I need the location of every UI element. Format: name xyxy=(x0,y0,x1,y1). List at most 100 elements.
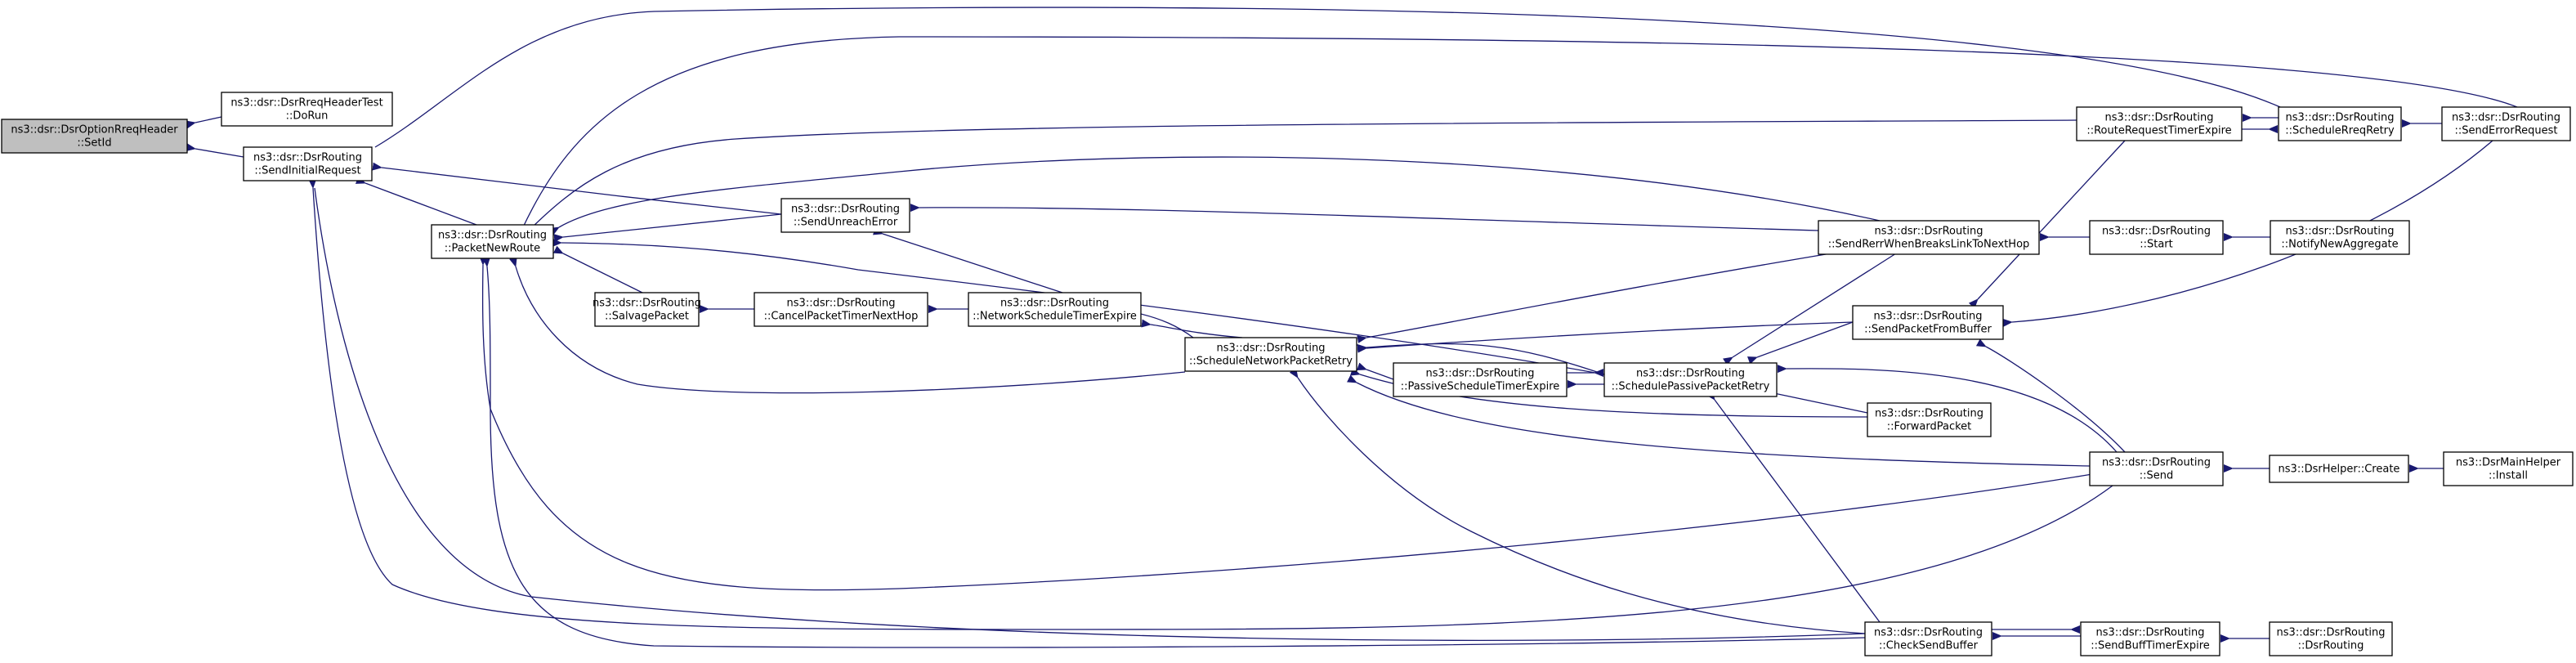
node-label: ns3::dsr::DsrRouting xyxy=(1426,368,1535,380)
node-label: ::ScheduleRreqRetry xyxy=(2285,125,2395,137)
node-passched[interactable]: ns3::dsr::DsrRouting::PassiveScheduleTim… xyxy=(1393,362,1568,397)
node-send[interactable]: ns3::dsr::DsrRouting::Send xyxy=(2089,451,2224,486)
edge-netsched-to-schednet xyxy=(1140,313,1203,347)
edge-netsched-to-sendunreach xyxy=(872,226,1063,293)
edge-send-to-sendinit xyxy=(308,178,2113,630)
node-label: ns3::dsr::DsrRouting xyxy=(2452,112,2560,124)
node-label: ns3::dsr::DsrRouting xyxy=(2105,112,2214,124)
node-label: ns3::dsr::DsrRouting xyxy=(2102,457,2211,469)
edge-salvage-to-pktnew xyxy=(552,245,643,293)
node-label: ::CheckSendBuffer xyxy=(1879,640,1979,652)
node-label: ::NotifyNewAggregate xyxy=(2281,239,2398,251)
node-sendinit[interactable]: ns3::dsr::DsrRouting::SendInitialRequest xyxy=(243,146,373,181)
node-box xyxy=(754,292,928,327)
node-label: ns3::dsr::DsrRouting xyxy=(1875,226,1983,238)
node-box xyxy=(1603,362,1778,397)
edge-sendpktbuf-to-schedpass xyxy=(1746,321,1854,365)
node-label: ns3::dsr::DsrRouting xyxy=(1875,408,1983,420)
node-box xyxy=(1852,305,2004,340)
node-box xyxy=(243,146,373,181)
node-dorun[interactable]: ns3::dsr::DsrRreqHeaderTest::DoRun xyxy=(221,92,393,127)
edge-senderrreq-to-sendpktbuf xyxy=(2002,140,2493,327)
node-routereqtimer[interactable]: ns3::dsr::DsrRouting::RouteRequestTimerE… xyxy=(2076,106,2243,141)
node-dsrrouting[interactable]: ns3::dsr::DsrRouting::DsrRouting xyxy=(2269,621,2393,656)
node-schednet[interactable]: ns3::dsr::DsrRouting::ScheduleNetworkPac… xyxy=(1184,337,1357,372)
node-label: ::RouteRequestTimerExpire xyxy=(2086,125,2231,137)
edge-senderr_break-to-pktnew xyxy=(548,156,1881,235)
node-label: ns3::DsrMainHelper xyxy=(2456,457,2561,469)
node-checkbuf[interactable]: ns3::dsr::DsrRouting::CheckSendBuffer xyxy=(1864,621,1992,656)
edge-send-to-sendpktbuf xyxy=(1975,338,2126,453)
edge-dorun-to-setid xyxy=(186,116,222,129)
node-senderr_break[interactable]: ns3::dsr::DsrRouting::SendRerrWhenBreaks… xyxy=(1818,220,2040,255)
node-label: ::SendRerrWhenBreaksLinkToNextHop xyxy=(1828,239,2030,251)
node-schedrreq[interactable]: ns3::dsr::DsrRouting::ScheduleRreqRetry xyxy=(2278,106,2402,141)
node-sendpktbuf[interactable]: ns3::dsr::DsrRouting::SendPacketFromBuff… xyxy=(1852,305,2004,340)
node-cancelpkt[interactable]: ns3::dsr::DsrRouting::CancelPacketTimerN… xyxy=(754,292,928,327)
edge-schednet-to-netsched xyxy=(1141,319,1243,338)
node-notifyagg[interactable]: ns3::dsr::DsrRouting::NotifyNewAggregate xyxy=(2270,220,2410,255)
node-label: ns3::dsr::DsrRouting xyxy=(2286,226,2395,238)
node-setid[interactable]: ns3::dsr::DsrOptionRreqHeader::SetId xyxy=(1,119,188,154)
edge-routereqtimer-to-pktnew xyxy=(519,119,2077,240)
node-label: ns3::dsr::DsrRouting xyxy=(2277,627,2386,639)
node-helpercreate[interactable]: ns3::DsrHelper::Create xyxy=(2269,455,2409,483)
edge-checkbuf-to-schedpass xyxy=(1706,390,1881,623)
node-label: ::DoRun xyxy=(286,110,329,123)
node-netsched[interactable]: ns3::dsr::DsrRouting::NetworkScheduleTim… xyxy=(968,292,1142,327)
node-senderrreq[interactable]: ns3::dsr::DsrRouting::SendErrorRequest xyxy=(2441,106,2571,141)
edge-send-to-pktnew xyxy=(479,255,2093,591)
edge-senderrreq-to-pktnew xyxy=(514,36,2518,240)
node-box xyxy=(2269,455,2409,483)
edge-checkbuf-to-schednet xyxy=(1289,368,1866,634)
node-label: ::Install xyxy=(2489,470,2528,482)
edge-sendunreach-to-sendinit xyxy=(372,162,782,215)
node-label: ::Start xyxy=(2140,239,2173,251)
node-box xyxy=(1,119,188,154)
edge-checkbuf-to-pktnew xyxy=(482,257,1866,648)
edge-checkbuf-to-sendinit xyxy=(314,187,1875,641)
node-box xyxy=(2076,106,2243,141)
node-label: ns3::dsr::DsrRreqHeaderTest xyxy=(230,97,382,110)
node-salvage[interactable]: ns3::dsr::DsrRouting::SalvagePacket xyxy=(593,292,701,327)
edge-senderr_break-to-schednet xyxy=(1357,253,1831,343)
edge-schedpass-to-schednet xyxy=(1357,343,1605,375)
node-box xyxy=(968,292,1142,327)
node-forward[interactable]: ns3::dsr::DsrRouting::ForwardPacket xyxy=(1867,402,1992,437)
node-label: ns3::dsr::DsrRouting xyxy=(791,204,900,216)
node-label: ns3::dsr::DsrRouting xyxy=(2286,112,2395,124)
node-label: ns3::dsr::DsrRouting xyxy=(1000,298,1109,310)
node-label: ns3::dsr::DsrRouting xyxy=(1636,368,1745,380)
edge-forward-to-schedpass xyxy=(1760,386,1868,414)
node-label: ns3::dsr::DsrRouting xyxy=(787,298,896,310)
edge-send-to-schedpass xyxy=(1777,365,2118,453)
edge-sendunreach-to-pktnew xyxy=(553,213,782,243)
node-sendbufftimer[interactable]: ns3::dsr::DsrRouting::SendBuffTimerExpir… xyxy=(2080,621,2220,656)
node-box xyxy=(221,92,393,127)
node-install[interactable]: ns3::DsrMainHelper::Install xyxy=(2443,451,2574,486)
node-label: ::Send xyxy=(2140,470,2174,482)
edge-sendinit-to-dorun xyxy=(374,7,2291,148)
node-label: ns3::dsr::DsrRouting xyxy=(438,230,547,242)
node-label: ::SendPacketFromBuffer xyxy=(1864,324,1992,336)
node-start[interactable]: ns3::dsr::DsrRouting::Start xyxy=(2089,220,2224,255)
node-label: ns3::dsr::DsrRouting xyxy=(253,152,362,164)
node-box xyxy=(1184,337,1357,372)
node-schedpass[interactable]: ns3::dsr::DsrRouting::SchedulePassivePac… xyxy=(1603,362,1778,397)
node-label: ns3::dsr::DsrRouting xyxy=(593,298,701,310)
node-box xyxy=(1864,621,1992,656)
node-box xyxy=(1818,220,2040,255)
node-label: ns3::DsrHelper::Create xyxy=(2279,464,2400,476)
node-label: ns3::dsr::DsrRouting xyxy=(1217,343,1326,355)
node-label: ::SchedulePassivePacketRetry xyxy=(1612,381,1770,393)
node-label: ::PacketNewRoute xyxy=(445,243,540,255)
node-pktnew[interactable]: ns3::dsr::DsrRouting::PacketNewRoute xyxy=(431,224,554,259)
edge-routereqtimer-to-sendpktbuf xyxy=(1968,140,2126,309)
edge-send-to-schednet xyxy=(1346,374,2091,467)
node-label: ::SendErrorRequest xyxy=(2455,125,2558,137)
node-sendunreach[interactable]: ns3::dsr::DsrRouting::SendUnreachError xyxy=(780,198,910,233)
node-box xyxy=(1393,362,1568,397)
node-box xyxy=(2080,621,2220,656)
edge-schednet-to-pktnew xyxy=(509,257,1186,394)
node-box xyxy=(2269,621,2393,656)
